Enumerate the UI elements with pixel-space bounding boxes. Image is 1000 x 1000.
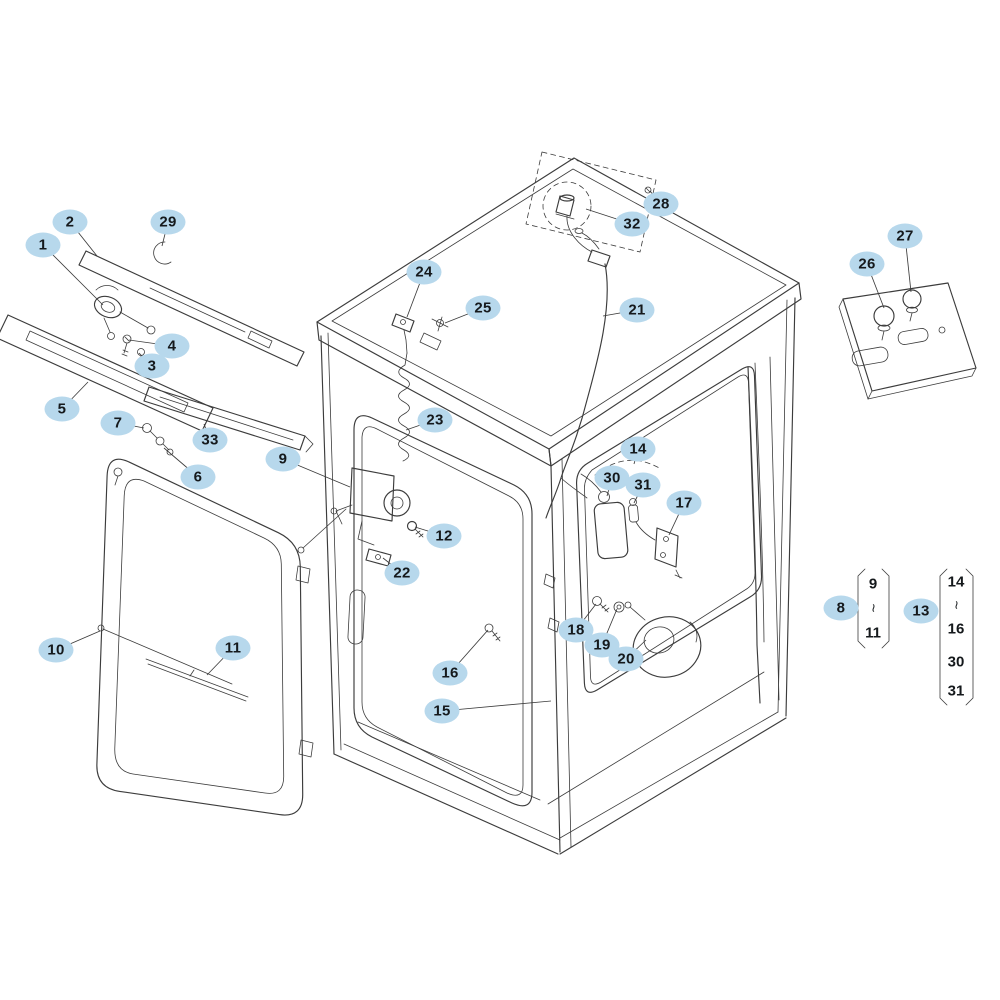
callout-15: 15	[424, 698, 460, 724]
callout-5: 5	[44, 396, 80, 422]
group-13-item-31: 31	[947, 682, 965, 700]
callout-20: 20	[608, 646, 644, 672]
callout-16: 16	[432, 660, 468, 686]
callout-30: 30	[594, 465, 630, 491]
callout-32: 32	[614, 211, 650, 237]
washer-hose-coil	[391, 313, 449, 462]
callout-8: 8	[823, 595, 859, 621]
callout-33: 33	[192, 427, 228, 453]
group-8-item-range: ~	[864, 603, 882, 613]
callout-10: 10	[38, 637, 74, 663]
callout-27: 27	[887, 223, 923, 249]
callout-21: 21	[619, 297, 655, 323]
group-8-item-11: 11	[865, 624, 881, 642]
callout-17: 17	[666, 490, 702, 516]
callout-2: 2	[52, 209, 88, 235]
cab-roof	[316, 157, 802, 467]
callout-4: 4	[154, 333, 190, 359]
callout-23: 23	[417, 407, 453, 433]
callout-25: 25	[465, 295, 501, 321]
callout-14: 14	[620, 436, 656, 462]
front-window-frame	[96, 458, 314, 816]
group-13-item-range: ~	[947, 600, 965, 610]
group-13-item-14: 14	[947, 573, 965, 591]
callout-7: 7	[100, 410, 136, 436]
roof-lamp-assembly	[525, 151, 657, 253]
roof-harness	[545, 215, 611, 519]
group-13-item-30: 30	[947, 653, 965, 671]
callout-22: 22	[384, 560, 420, 586]
callout-1: 1	[25, 232, 61, 258]
callout-3: 3	[134, 353, 170, 379]
callout-28: 28	[643, 191, 679, 217]
callout-18: 18	[558, 617, 594, 643]
callout-31: 31	[625, 472, 661, 498]
callout-24: 24	[406, 259, 442, 285]
callout-6: 6	[180, 464, 216, 490]
callout-12: 12	[426, 523, 462, 549]
callout-9: 9	[265, 446, 301, 472]
callout-13: 13	[903, 598, 939, 624]
callout-26: 26	[849, 251, 885, 277]
washer-bottle-horn	[484, 459, 702, 678]
cab-body	[320, 297, 796, 855]
switch-console	[838, 282, 977, 400]
group-8-item-9: 9	[868, 575, 878, 593]
leader-line-15	[441, 700, 552, 712]
group-13-item-16: 16	[947, 620, 965, 638]
callout-29: 29	[150, 209, 186, 235]
callout-11: 11	[215, 635, 251, 661]
